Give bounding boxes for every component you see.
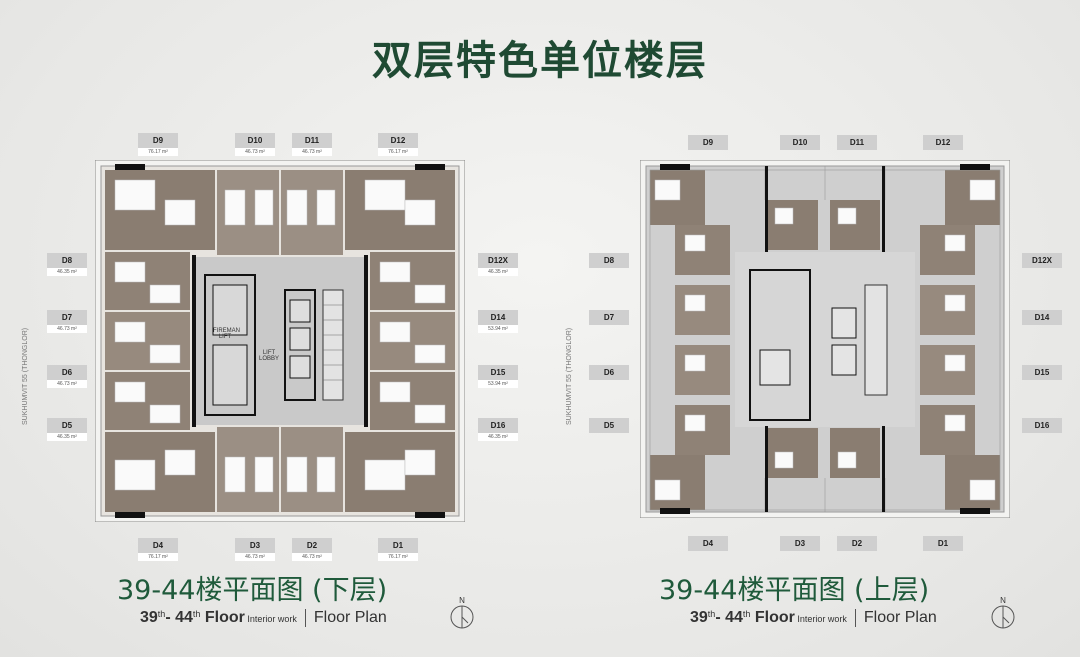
lower-unit-tag: D4 [138,538,178,553]
lower-caption-floor: Floor [200,609,245,627]
lower-unit-tag: D12X [478,253,518,268]
upper-unit-tag: D12X [1022,253,1062,268]
upper-caption-separator [854,609,856,627]
lower-caption-interior: Interior work [244,614,297,625]
upper-unit-tag: D1 [923,536,963,551]
upper-unit-tag: D16 [1022,418,1062,433]
upper-unit-tag: D2 [837,536,877,551]
upper-caption-sup1: th [707,609,716,619]
lower-caption-plan: Floor Plan [313,609,387,627]
lower-unit-tag: D5 [47,418,87,433]
lower-unit-tag: D11 [292,133,332,148]
lower-unit-area: 53.94 m² [478,380,518,388]
upper-unit-tag: D4 [688,536,728,551]
upper-caption-mid: - 44 [715,609,743,627]
lower-street-label: SUKHUMVIT 55 (THONGLOR) [22,327,29,425]
upper-unit-tag: D11 [837,135,877,150]
lower-caption-num1: 39 [140,609,158,627]
upper-unit-tag: D8 [589,253,629,268]
lower-unit-tag: D14 [478,310,518,325]
lower-unit-tag: D16 [478,418,518,433]
lower-unit-tag: D15 [478,365,518,380]
lower-unit-tag: D10 [235,133,275,148]
lower-unit-area: 46.73 m² [47,325,87,333]
lower-unit-area: 46.35 m² [47,268,87,276]
page-title: 双层特色单位楼层 [372,38,708,84]
lower-caption-separator [304,609,306,627]
upper-unit-tag: D3 [780,536,820,551]
upper-unit-tag: D7 [589,310,629,325]
lower-unit-area: 76.17 m² [378,553,418,561]
lower-unit-tag: D2 [292,538,332,553]
fireman-lift-label: FIREMAN LIFT [213,328,240,340]
upper-unit-tag: D5 [589,418,629,433]
lower-caption-sup2: th [192,609,201,619]
lower-unit-area: 46.73 m² [47,380,87,388]
lower-unit-area: 76.17 m² [138,553,178,561]
lower-compass-icon: N [450,596,474,629]
lower-unit-area: 46.35 m² [47,433,87,441]
upper-unit-tag: D10 [780,135,820,150]
lower-unit-tag: D6 [47,365,87,380]
lower-unit-area: 76.17 m² [378,148,418,156]
lower-unit-area: 76.17 m² [138,148,178,156]
upper-compass-icon: N [991,596,1015,629]
lower-unit-area: 46.73 m² [292,148,332,156]
upper-compass-letter: N [1000,596,1006,605]
lower-unit-tag: D8 [47,253,87,268]
lift-lobby-label: LIFT LOBBY [258,350,279,362]
upper-caption-floor: Floor [750,609,795,627]
lower-compass-letter: N [459,596,465,605]
upper-caption-sup2: th [742,609,751,619]
upper-caption-cn: 39-44楼平面图 (上层) [659,575,930,606]
lower-unit-area: 46.35 m² [478,433,518,441]
lower-unit-area: 46.73 m² [235,553,275,561]
upper-caption-num1: 39 [690,609,708,627]
lower-unit-area: 53.94 m² [478,325,518,333]
lower-caption-sup1: th [157,609,166,619]
lower-caption-cn: 39-44楼平面图 (下层) [117,575,388,606]
lower-unit-tag: D1 [378,538,418,553]
lower-plan-drawing [95,160,465,522]
lower-unit-tag: D7 [47,310,87,325]
lower-unit-area: 46.73 m² [292,553,332,561]
lower-unit-tag: D3 [235,538,275,553]
upper-caption-plan: Floor Plan [863,609,937,627]
lower-unit-area: 46.73 m² [235,148,275,156]
lower-unit-tag: D9 [138,133,178,148]
lower-unit-area: 46.35 m² [478,268,518,276]
upper-unit-tag: D9 [688,135,728,150]
upper-plan-drawing [640,160,1010,518]
upper-unit-tag: D14 [1022,310,1062,325]
lower-unit-tag: D12 [378,133,418,148]
upper-unit-tag: D15 [1022,365,1062,380]
upper-unit-tag: D12 [923,135,963,150]
upper-unit-tag: D6 [589,365,629,380]
upper-caption-interior: Interior work [794,614,847,625]
lower-caption-mid: - 44 [165,609,193,627]
upper-street-label: SUKHUMVIT 55 (THONGLOR) [566,327,573,425]
